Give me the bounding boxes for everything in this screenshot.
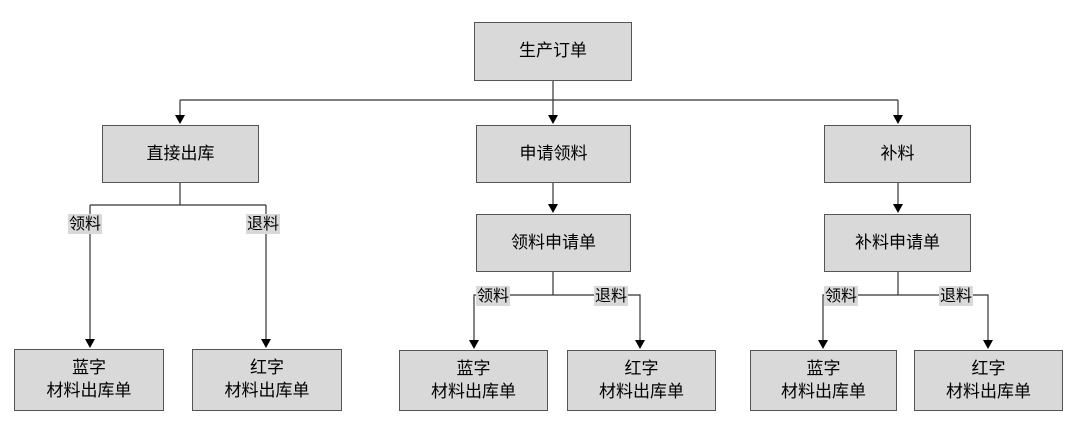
node-label-line2: 材料出库单 xyxy=(946,381,1031,402)
node-label-line2: 材料出库单 xyxy=(224,381,310,401)
node-label-line1: 红字 xyxy=(250,358,284,378)
arrow-head xyxy=(893,115,903,124)
node-blue-outbound-3: 蓝字 材料出库单 xyxy=(750,350,897,411)
arrow-head xyxy=(261,339,271,348)
arrow-head xyxy=(469,340,479,349)
node-red-outbound-2: 红字 材料出库单 xyxy=(567,350,716,411)
arrow-head xyxy=(893,204,903,213)
node-apply-form: 领料申请单 xyxy=(476,214,631,272)
node-blue-outbound-2: 蓝字 材料出库单 xyxy=(399,350,548,411)
node-label-line2: 材料出库单 xyxy=(781,381,866,402)
connector-line xyxy=(553,294,641,340)
connector-line xyxy=(822,294,898,340)
node-label-line2: 材料出库单 xyxy=(46,381,132,401)
node-label-line1: 红字 xyxy=(971,358,1006,379)
edge-label-apply-pick: 领料 xyxy=(476,286,511,306)
arrow-head xyxy=(983,340,993,349)
arrow-head xyxy=(548,204,558,213)
node-label-line1: 红字 xyxy=(624,358,659,379)
node-label: 补料 xyxy=(880,143,915,164)
node-label: 申请领料 xyxy=(519,143,588,164)
node-supplement-form: 补料申请单 xyxy=(824,214,971,272)
node-red-outbound-3: 红字 材料出库单 xyxy=(914,350,1063,411)
arrow-head xyxy=(175,115,185,124)
node-label-line2: 材料出库单 xyxy=(599,381,684,402)
node-apply-material: 申请领料 xyxy=(476,125,631,183)
node-red-outbound-1: 红字 材料出库单 xyxy=(192,349,342,411)
node-label: 补料申请单 xyxy=(855,232,940,253)
node-label: 生产订单 xyxy=(519,41,587,61)
edge-label-direct-pick: 领料 xyxy=(68,214,103,234)
node-supplement: 补料 xyxy=(824,125,971,183)
arrow-head xyxy=(818,340,828,349)
node-label-line2: 材料出库单 xyxy=(431,381,516,402)
arrow-head xyxy=(85,339,95,348)
node-direct-outbound: 直接出库 xyxy=(102,125,259,183)
connector-line xyxy=(473,294,553,340)
node-blue-outbound-1: 蓝字 材料出库单 xyxy=(14,349,164,411)
connector-line xyxy=(898,294,989,340)
edge-label-supp-pick: 领料 xyxy=(824,286,859,306)
arrow-head xyxy=(635,340,645,349)
arrow-head xyxy=(548,115,558,124)
node-label: 直接出库 xyxy=(146,143,215,164)
edge-label-apply-return: 退料 xyxy=(594,286,629,306)
node-production-order: 生产订单 xyxy=(474,22,632,81)
edge-label-supp-return: 退料 xyxy=(939,286,974,306)
node-label: 领料申请单 xyxy=(511,232,596,253)
node-label-line1: 蓝字 xyxy=(806,358,841,379)
node-label-line1: 蓝字 xyxy=(456,358,491,379)
node-label-line1: 蓝字 xyxy=(72,358,106,378)
edge-label-direct-return: 退料 xyxy=(246,214,281,234)
